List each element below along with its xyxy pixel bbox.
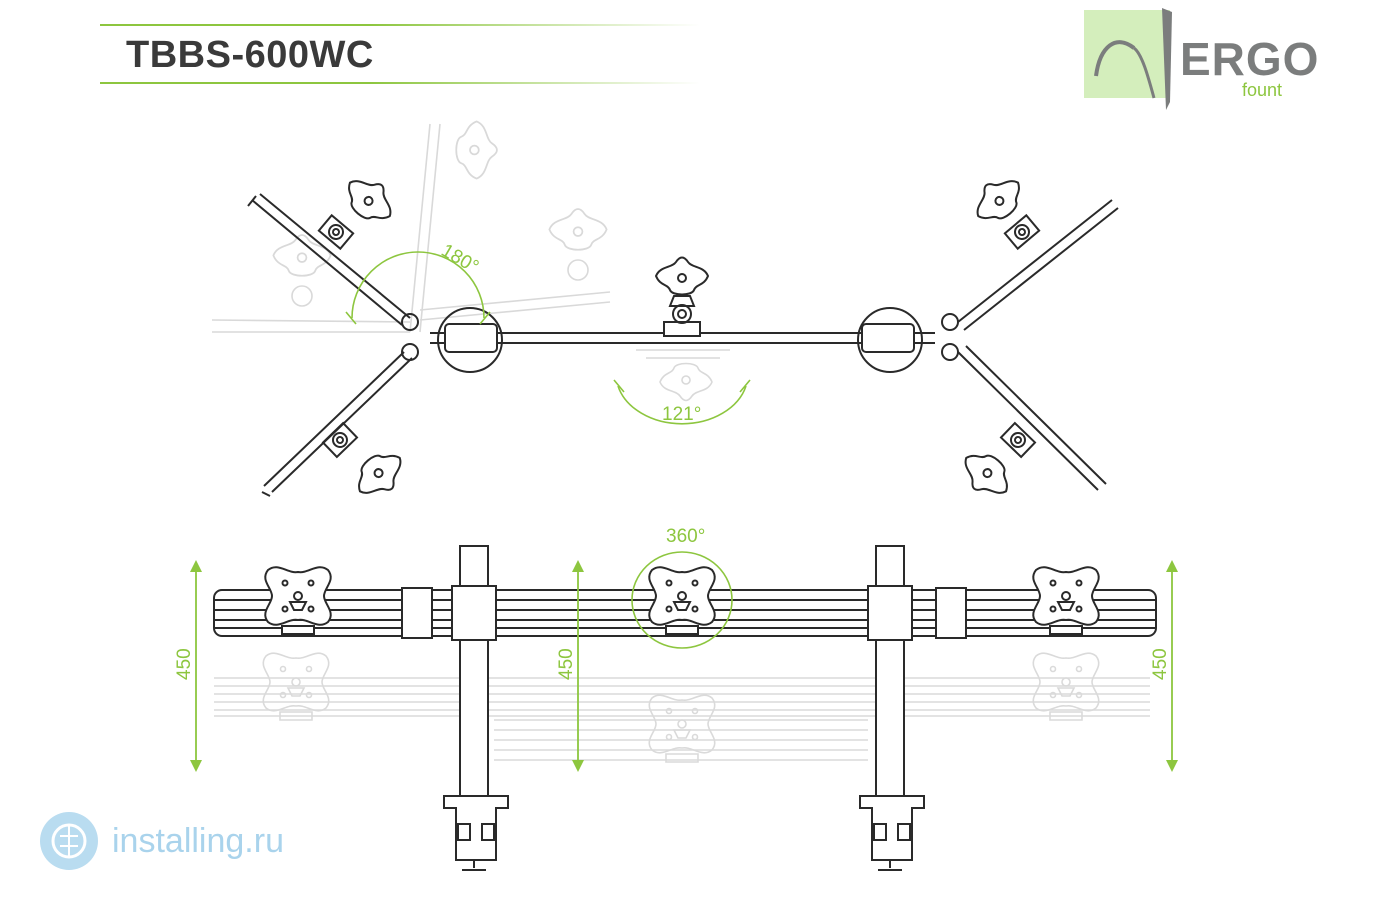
front-view-ghost — [214, 652, 1150, 763]
top-center-head — [655, 256, 709, 296]
angle-arcs — [345, 251, 751, 425]
title-rule-top — [100, 24, 700, 26]
front-view — [190, 545, 1178, 871]
top-view-ghost-positions — [211, 120, 730, 402]
angle-180-label: 180° — [438, 240, 483, 278]
watermark: installing.ru — [20, 806, 316, 878]
logo-mark-icon — [1084, 8, 1172, 110]
brand-logo: ERGO fount — [1082, 6, 1318, 116]
model-title: TBBS-600WC — [126, 34, 374, 76]
top-pole-left — [437, 307, 503, 373]
top-arm-upper-left — [247, 167, 419, 331]
angle-121-label: 121° — [662, 404, 701, 425]
height-label-left: 450 — [174, 648, 195, 680]
watermark-text: installing.ru — [112, 822, 284, 860]
height-label-right: 450 — [1150, 648, 1171, 680]
top-pole-right — [857, 307, 923, 373]
top-arm-lower-right — [941, 343, 1107, 507]
height-label-center: 450 — [556, 648, 577, 680]
rotation-label: 360° — [666, 526, 705, 547]
height-dimensions — [195, 568, 1173, 764]
front-pole-right — [875, 545, 905, 797]
title-block: TBBS-600WC — [100, 24, 700, 86]
watermark-globe-icon — [40, 812, 98, 870]
top-arm-lower-left — [261, 343, 419, 507]
title-rule-bottom — [100, 82, 700, 84]
top-arm-upper-right — [941, 167, 1119, 331]
logo-word: ERGO — [1180, 33, 1320, 85]
desk-clamp-left — [443, 795, 509, 871]
front-pole-left — [459, 545, 489, 797]
top-view — [211, 120, 1119, 507]
logo-sub: fount — [1242, 80, 1283, 100]
rotation-circle — [631, 551, 733, 649]
desk-clamp-right — [859, 795, 925, 871]
